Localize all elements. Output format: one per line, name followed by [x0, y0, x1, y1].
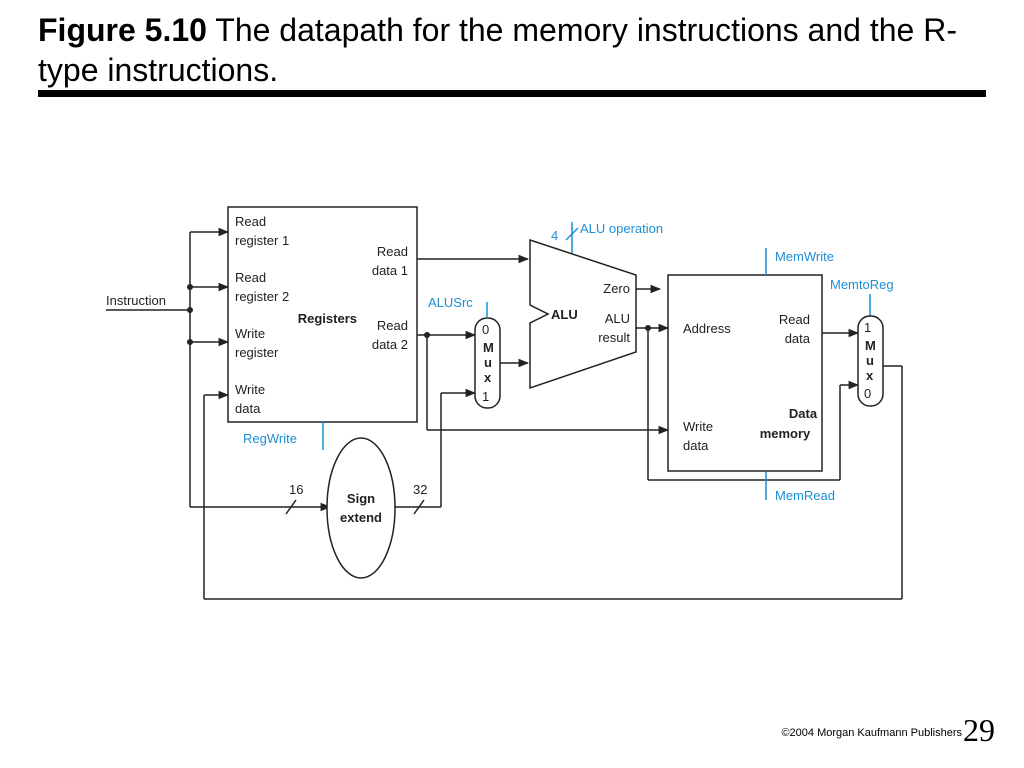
alu-zero-label: Zero: [603, 281, 630, 296]
copyright-text: 2004 Morgan Kaufmann Publishers: [789, 727, 962, 739]
read-data-2-label-b: data 2: [372, 337, 408, 352]
write-data-label: Write: [235, 382, 265, 397]
sign-extend-out-bits: 32: [413, 482, 427, 497]
alu-op-bus-slash: [565, 227, 579, 241]
read-register-1-label-b: register 1: [235, 233, 289, 248]
alu-unit: [529, 238, 637, 390]
data-memory-block: [667, 274, 823, 472]
read-data-1-label: Read: [377, 244, 408, 259]
memread-label: MemRead: [775, 488, 835, 503]
memtoreg-mux: [857, 315, 884, 407]
data-memory-title: Data: [789, 406, 818, 421]
read-data-2-label: Read: [377, 318, 408, 333]
alu-operation-label: ALU operation: [580, 221, 663, 236]
write-register-label-b: register: [235, 345, 279, 360]
junction-dot: [187, 284, 193, 290]
data-memory-title-b: memory: [760, 426, 811, 441]
alusrc-mux-u: u: [484, 355, 492, 370]
read-register-1-label: Read: [235, 214, 266, 229]
copyright-footer: ©2004 Morgan Kaufmann Publishers: [781, 727, 962, 739]
alu-op-bits: 4: [551, 228, 558, 243]
sign-extend-unit: [326, 437, 396, 579]
bus-slash-32: [413, 499, 425, 515]
memtoreg-mux-x: x: [866, 368, 874, 383]
mem-write-data-label: Write: [683, 419, 713, 434]
registers-title: Registers: [298, 311, 357, 326]
read-register-2-label-b: register 2: [235, 289, 289, 304]
read-data-1-label-b: data 1: [372, 263, 408, 278]
bus-slash-16: [285, 499, 297, 515]
copyright-symbol: ©: [781, 727, 790, 739]
regwrite-label: RegWrite: [243, 431, 297, 446]
memtoreg-mux-m: M: [865, 338, 876, 353]
figure-number: Figure 5.10: [38, 12, 207, 48]
title-rule: [38, 90, 986, 97]
figure-caption: The datapath for the memory instructions…: [38, 12, 957, 88]
address-label: Address: [683, 321, 731, 336]
alusrc-mux-x: x: [484, 370, 492, 385]
write-register-label: Write: [235, 326, 265, 341]
sign-extend-label-b: extend: [340, 510, 382, 525]
mem-write-data-label-b: data: [683, 438, 709, 453]
memtoreg-mux-0: 0: [864, 386, 871, 401]
alusrc-label: ALUSrc: [428, 295, 473, 310]
write-data-label-b: data: [235, 401, 261, 416]
figure-title: Figure 5.10 The datapath for the memory …: [38, 10, 988, 90]
mem-read-data-label: Read: [779, 312, 810, 327]
alusrc-mux-1: 1: [482, 389, 489, 404]
alusrc-mux-m: M: [483, 340, 494, 355]
read-register-2-label: Read: [235, 270, 266, 285]
sign-extend-in-bits: 16: [289, 482, 303, 497]
memtoreg-mux-1: 1: [864, 320, 871, 335]
page-number: 29: [963, 712, 995, 748]
instruction-label: Instruction: [106, 293, 166, 308]
alusrc-mux-0: 0: [482, 322, 489, 337]
memwrite-label: MemWrite: [775, 249, 834, 264]
memtoreg-label: MemtoReg: [830, 277, 894, 292]
sign-extend-label: Sign: [347, 491, 375, 506]
mem-read-data-label-b: data: [785, 331, 811, 346]
memtoreg-mux-u: u: [866, 353, 874, 368]
junction-dot: [187, 339, 193, 345]
alu-result-label: ALU: [605, 311, 630, 326]
alu-label: ALU: [551, 307, 578, 322]
alu-result-label-b: result: [598, 330, 630, 345]
junction-dot: [187, 307, 193, 313]
